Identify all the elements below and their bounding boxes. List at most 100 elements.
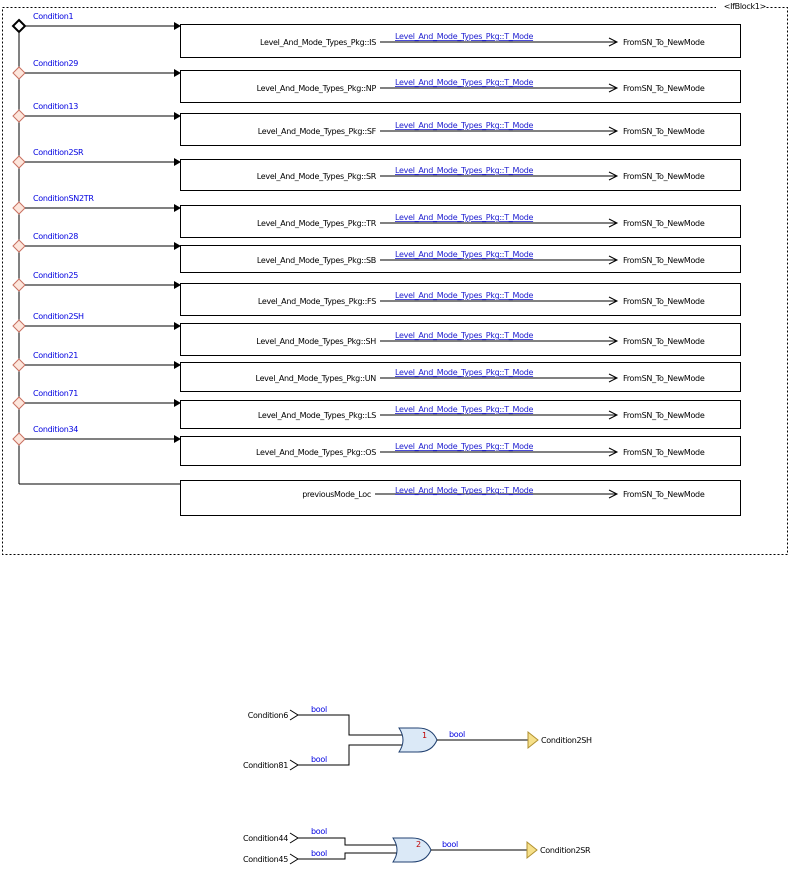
branch-arrow-11	[174, 435, 181, 443]
ifblock-frame[interactable]	[2, 7, 788, 555]
action-wire-arrow-5	[608, 218, 619, 228]
gate2-input2-type: bool	[311, 849, 327, 858]
action-output-10: FromSN_To_NewMode	[623, 411, 705, 420]
else-output: FromSN_To_NewMode	[623, 490, 705, 499]
gate2-number: 2	[416, 840, 421, 849]
action-type-label-1: Level_And_Mode_Types_Pkg::T_Mode	[395, 32, 533, 41]
gate2-input1-type: bool	[311, 827, 327, 836]
gate1-input1-wire	[298, 714, 404, 736]
or-gate-1[interactable]	[398, 727, 438, 753]
branch-arrow-6	[174, 242, 181, 250]
gate1-input1-type: bool	[311, 705, 327, 714]
gate2-output-type: bool	[442, 840, 458, 849]
action-output-4: FromSN_To_NewMode	[623, 172, 705, 181]
condition-diamond-11[interactable]	[12, 432, 26, 446]
or-gate-2[interactable]	[392, 837, 432, 863]
else-action-box[interactable]	[180, 480, 741, 516]
gate1-input2-name: Condition81	[243, 761, 288, 770]
action-output-1: FromSN_To_NewMode	[623, 38, 705, 47]
gate2-input2-chevron	[289, 853, 299, 865]
ifblock-row-4: Condition2SRLevel_And_Mode_Types_Pkg::SR…	[12, 148, 741, 191]
gate2-input2-name: Condition45	[243, 855, 288, 864]
condition-diamond-3[interactable]	[12, 109, 26, 123]
action-wire-arrow-7	[608, 296, 619, 306]
action-wire-arrow-3	[608, 126, 619, 136]
branch-arrow-7	[174, 281, 181, 289]
gate2-output-port-icon[interactable]	[526, 840, 538, 860]
ifblock-row-5: ConditionSN2TRLevel_And_Mode_Types_Pkg::…	[12, 194, 741, 238]
condition-label-4: Condition2SR	[33, 148, 84, 157]
gate2-input2-wire	[298, 852, 398, 860]
action-type-label-11: Level_And_Mode_Types_Pkg::T_Mode	[395, 442, 533, 451]
branch-arrow-2	[174, 69, 181, 77]
else-type-label: Level_And_Mode_Types_Pkg::T_Mode	[395, 486, 533, 495]
ifblock-row-6: Condition28Level_And_Mode_Types_Pkg::SBL…	[12, 232, 741, 273]
gate2-input1-name: Condition44	[243, 834, 288, 843]
action-wire-arrow-10	[608, 410, 619, 420]
action-output-3: FromSN_To_NewMode	[623, 127, 705, 136]
action-wire-arrow-8	[608, 336, 619, 346]
action-box-9[interactable]	[180, 362, 741, 392]
action-box-4[interactable]	[180, 159, 741, 191]
or-gate-1-group: Condition6 bool Condition81 bool 1 bool …	[243, 705, 592, 771]
action-type-label-9: Level_And_Mode_Types_Pkg::T_Mode	[395, 368, 533, 377]
action-box-5[interactable]	[180, 205, 741, 238]
else-row[interactable]: previousMode_Loc Level_And_Mode_Types_Pk…	[180, 480, 741, 516]
branch-arrow-8	[174, 322, 181, 330]
action-output-8: FromSN_To_NewMode	[623, 337, 705, 346]
condition-label-2: Condition29	[33, 59, 78, 68]
condition-label-3: Condition13	[33, 102, 78, 111]
ifblock-row-2: Condition29Level_And_Mode_Types_Pkg::NPL…	[12, 59, 741, 103]
action-output-7: FromSN_To_NewMode	[623, 297, 705, 306]
condition-diamond-10[interactable]	[12, 396, 26, 410]
condition-diamond-5[interactable]	[12, 201, 26, 215]
action-box-2[interactable]	[180, 70, 741, 103]
gate1-input1-name: Condition6	[248, 711, 288, 720]
condition-diamond-2[interactable]	[12, 66, 26, 80]
condition-diamond-1[interactable]	[11, 18, 27, 34]
action-box-8[interactable]	[180, 323, 741, 356]
ifblock-title-bg	[716, 1, 766, 11]
or-gate-2-group: Condition44 bool Condition45 bool 2 bool…	[243, 827, 591, 865]
gate1-input2-chevron	[289, 759, 299, 771]
action-wire-arrow-11	[608, 447, 619, 457]
condition-diamond-6[interactable]	[12, 239, 26, 253]
gate1-input2-type: bool	[311, 755, 327, 764]
action-wire-arrow-4	[608, 171, 619, 181]
action-output-6: FromSN_To_NewMode	[623, 256, 705, 265]
ifblock-row-9: Condition21Level_And_Mode_Types_Pkg::UNL…	[12, 351, 741, 392]
condition-diamond-8[interactable]	[12, 319, 26, 333]
action-type-label-10: Level_And_Mode_Types_Pkg::T_Mode	[395, 405, 533, 414]
action-box-11[interactable]	[180, 436, 741, 466]
condition-label-7: Condition25	[33, 271, 78, 280]
condition-label-10: Condition71	[33, 389, 78, 398]
action-box-3[interactable]	[180, 113, 741, 146]
gate1-output-port-icon[interactable]	[527, 730, 539, 750]
action-type-label-3: Level_And_Mode_Types_Pkg::T_Mode	[395, 121, 533, 130]
else-wire-arrow	[608, 489, 619, 499]
action-box-1[interactable]	[180, 24, 741, 58]
action-value-4: Level_And_Mode_Types_Pkg::SR	[257, 172, 377, 181]
action-value-10: Level_And_Mode_Types_Pkg::LS	[258, 411, 376, 420]
gate1-number: 1	[422, 731, 427, 740]
action-value-8: Level_And_Mode_Types_Pkg::SH	[256, 337, 376, 346]
condition-label-6: Condition28	[33, 232, 78, 241]
condition-diamond-9[interactable]	[12, 358, 26, 372]
action-box-7[interactable]	[180, 283, 741, 316]
condition-diamond-4[interactable]	[12, 155, 26, 169]
branch-arrow-3	[174, 112, 181, 120]
condition-label-8: Condition2SH	[33, 312, 84, 321]
condition-label-11: Condition34	[33, 425, 78, 434]
action-value-6: Level_And_Mode_Types_Pkg::SB	[257, 256, 376, 265]
action-type-label-5: Level_And_Mode_Types_Pkg::T_Mode	[395, 213, 533, 222]
branch-arrow-4	[174, 158, 181, 166]
gate1-output-type: bool	[449, 730, 465, 739]
action-box-6[interactable]	[180, 245, 741, 273]
action-output-5: FromSN_To_NewMode	[623, 219, 705, 228]
action-output-11: FromSN_To_NewMode	[623, 448, 705, 457]
gate2-input1-wire	[298, 837, 398, 846]
action-value-5: Level_And_Mode_Types_Pkg::TR	[257, 219, 377, 228]
gate1-output-name: Condition2SH	[541, 736, 592, 745]
action-value-1: Level_And_Mode_Types_Pkg::IS	[260, 38, 376, 47]
condition-diamond-7[interactable]	[12, 278, 26, 292]
